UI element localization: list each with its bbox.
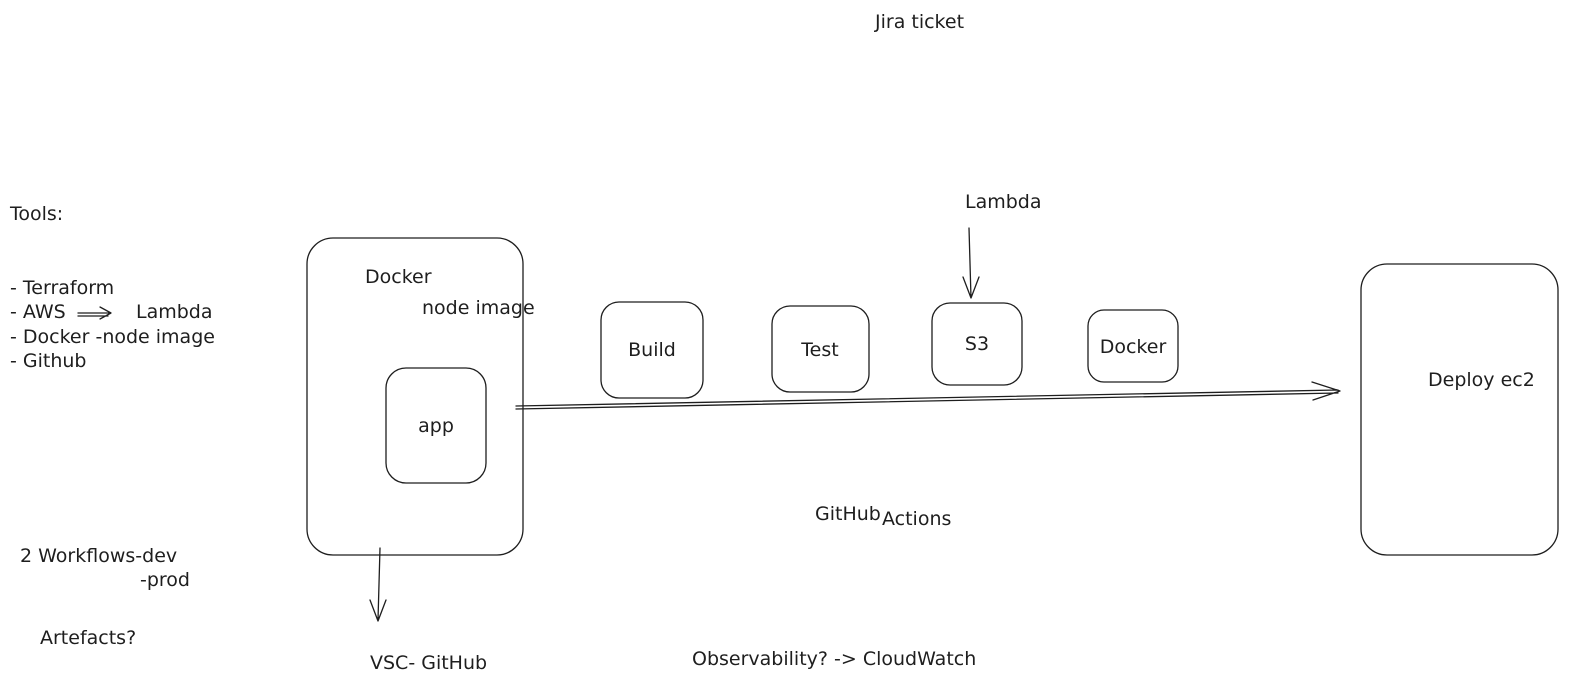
artefacts-label: Artefacts? (40, 627, 136, 649)
tool-item-github: - Github (10, 350, 87, 372)
tool-item-docker: - Docker -node image (10, 326, 215, 348)
build-step-box (600, 301, 704, 399)
docker-container-title: Docker (365, 266, 432, 288)
docker-container-subtitle: node image (422, 297, 535, 319)
docker-container-box (306, 237, 524, 556)
docker-step-box (1087, 309, 1179, 383)
deploy-ec2-box (1360, 263, 1559, 556)
tool-item-terraform: - Terraform (10, 277, 114, 299)
build-step-label: Build (628, 339, 676, 361)
test-step-label: Test (800, 339, 838, 361)
pipeline-arrow (515, 381, 1341, 410)
app-label: app (418, 415, 454, 437)
tool-item-aws: - AWS (10, 301, 66, 323)
actions-label: Actions (882, 508, 951, 530)
aws-to-lambda-arrow (77, 306, 112, 320)
workflows-prod-label: -prod (140, 569, 190, 591)
vsc-down-arrow (369, 547, 387, 622)
aws-target-lambda: Lambda (136, 301, 213, 323)
app-box (385, 367, 487, 484)
jira-ticket-label: Jira ticket (874, 11, 964, 33)
github-label: GitHub (815, 503, 881, 525)
docker-step-label: Docker (1100, 336, 1167, 358)
s3-step-box (931, 302, 1023, 386)
deploy-ec2-label: Deploy ec2 (1428, 369, 1535, 391)
s3-step-label: S3 (965, 333, 989, 355)
workflows-dev-label: 2 Workflows-dev (20, 545, 177, 567)
lambda-to-s3-arrow (962, 227, 980, 299)
observability-label: Observability? -> CloudWatch (692, 648, 976, 670)
test-step-box (771, 305, 870, 393)
tools-title: Tools: (9, 203, 63, 225)
vsc-github-label: VSC- GitHub (370, 652, 487, 674)
lambda-label: Lambda (965, 191, 1042, 213)
